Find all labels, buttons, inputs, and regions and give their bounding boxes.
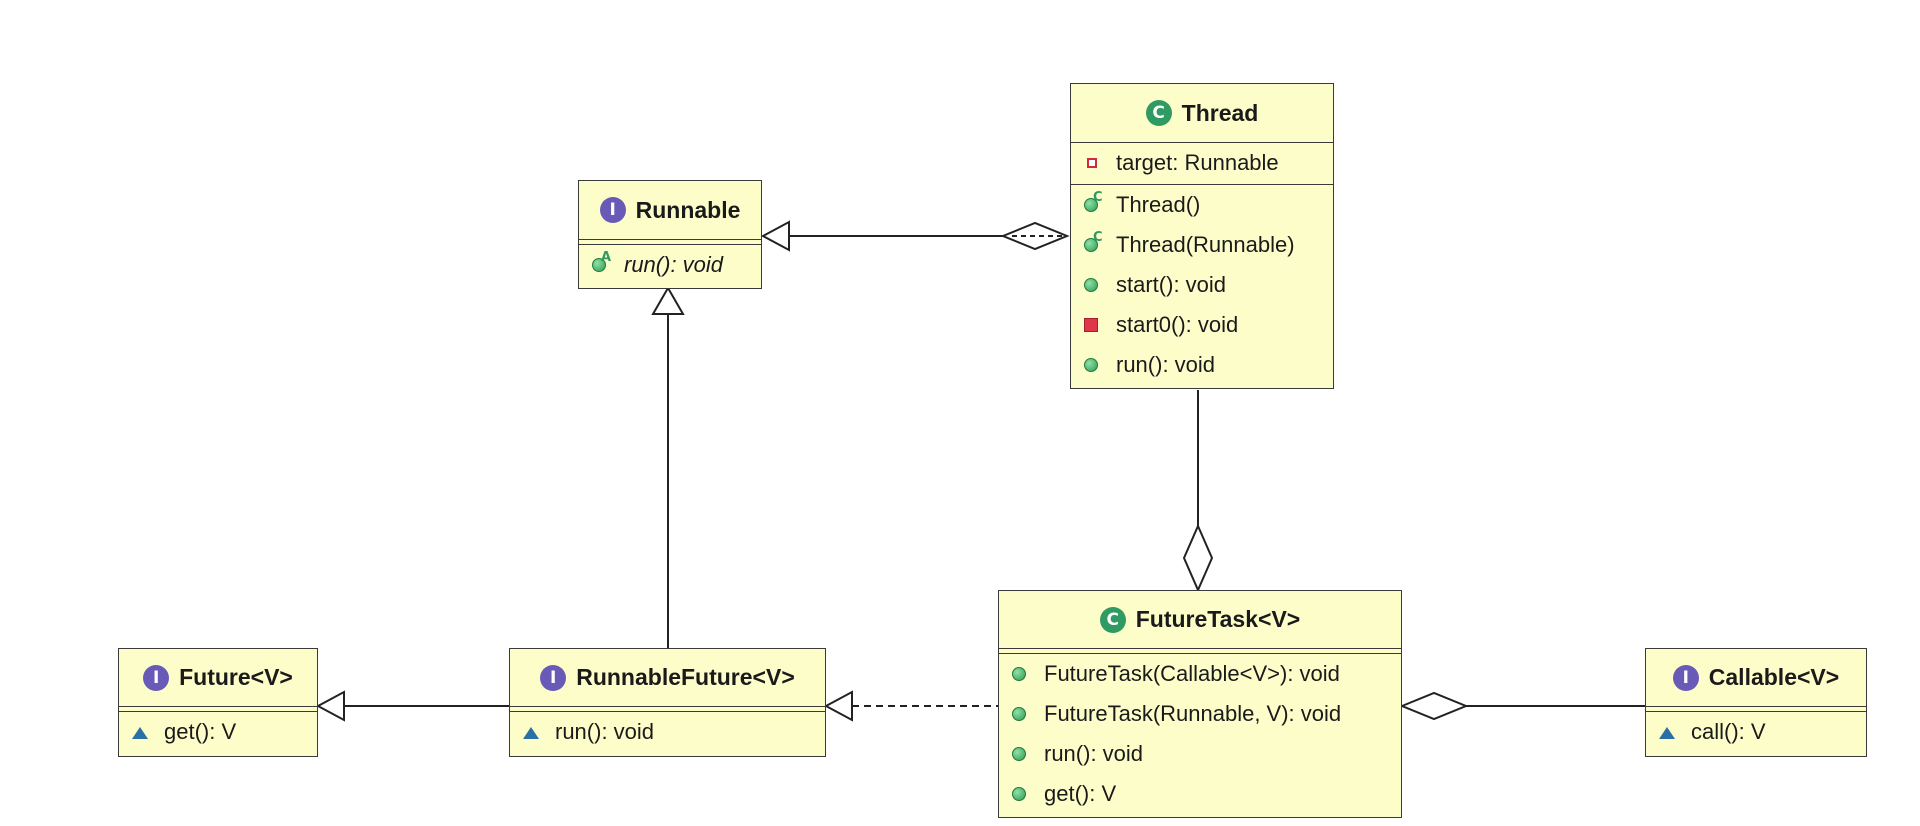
interface-icon: I <box>599 197 626 223</box>
runnablefuture-interface-header: I RunnableFuture<V> <box>510 649 825 706</box>
abstract-method-icon <box>592 258 606 272</box>
futuretask-class-name: FutureTask<V> <box>1135 606 1301 632</box>
public-method-icon <box>1012 667 1026 681</box>
callable-method-call: call(): V <box>1646 712 1866 752</box>
aggregation-diamond-futuretask <box>1182 523 1214 593</box>
public-method-icon <box>1012 707 1026 721</box>
thread-method-run-label: run(): void <box>1116 352 1216 377</box>
thread-section-divider <box>1071 183 1333 185</box>
runnable-interface-box[interactable]: I Runnable A run(): void <box>578 180 762 289</box>
callable-section-divider <box>1646 706 1866 712</box>
future-method-get-label: get(): V <box>164 719 237 744</box>
runnablefuture-interface-box[interactable]: I RunnableFuture<V> run(): void <box>509 648 826 757</box>
runnablefuture-section-divider <box>510 706 825 712</box>
runnable-interface-name: Runnable <box>635 196 741 223</box>
thread-class-box[interactable]: C Thread target: Runnable C Thread() C T… <box>1070 83 1334 389</box>
thread-ctor-default: C Thread() <box>1071 185 1333 225</box>
thread-class-header: C Thread <box>1071 84 1333 143</box>
private-method-icon <box>1084 318 1098 332</box>
futuretask-ctor-runnable: FutureTask(Runnable, V): void <box>999 694 1401 734</box>
futuretask-method-run-label: run(): void <box>1044 741 1144 766</box>
runnablefuture-method-run-label: run(): void <box>555 719 655 744</box>
interface-icon: I <box>143 664 170 691</box>
class-icon: C <box>1099 606 1126 633</box>
package-method-icon <box>132 727 148 739</box>
public-method-icon <box>1084 358 1098 372</box>
public-constructor-icon <box>1084 238 1098 252</box>
aggregation-diamond-callable <box>1399 691 1469 721</box>
futuretask-section-divider <box>999 648 1401 654</box>
abstract-marker: A <box>601 250 612 265</box>
runnable-section-divider <box>579 239 761 245</box>
class-icon: C <box>1145 100 1172 126</box>
thread-ctor-runnable: C Thread(Runnable) <box>1071 225 1333 265</box>
public-method-icon <box>1012 747 1026 761</box>
callable-interface-box[interactable]: I Callable<V> call(): V <box>1645 648 1867 757</box>
futuretask-method-get: get(): V <box>999 774 1401 814</box>
thread-field-target: target: Runnable <box>1071 143 1333 183</box>
constructor-marker: C <box>1093 230 1103 245</box>
runnable-method-run: A run(): void <box>579 245 761 285</box>
runnablefuture-method-run: run(): void <box>510 712 825 752</box>
public-constructor-icon <box>1084 198 1098 212</box>
futuretask-ctor-runnable-label: FutureTask(Runnable, V): void <box>1044 701 1342 726</box>
runnable-method-run-label: run(): void <box>624 252 724 277</box>
interface-icon: I <box>1672 664 1699 691</box>
thread-field-target-label: target: Runnable <box>1116 150 1279 175</box>
thread-method-start: start(): void <box>1071 265 1333 305</box>
runnablefuture-interface-name: RunnableFuture<V> <box>576 664 795 690</box>
thread-method-start0: start0(): void <box>1071 305 1333 345</box>
private-field-icon <box>1087 158 1097 168</box>
futuretask-class-box[interactable]: C FutureTask<V> FutureTask(Callable<V>):… <box>998 590 1402 818</box>
future-method-get: get(): V <box>119 712 317 752</box>
interface-icon: I <box>540 664 567 691</box>
realization-arrow-runnablefuture <box>823 690 853 722</box>
futuretask-method-get-label: get(): V <box>1044 781 1117 806</box>
thread-ctor-default-label: Thread() <box>1116 192 1201 217</box>
thread-method-start-label: start(): void <box>1116 272 1227 297</box>
public-method-icon <box>1012 787 1026 801</box>
package-method-icon <box>523 727 539 739</box>
runnable-interface-header: I Runnable <box>579 181 761 239</box>
thread-ctor-runnable-label: Thread(Runnable) <box>1116 232 1295 257</box>
futuretask-ctor-callable-label: FutureTask(Callable<V>): void <box>1044 661 1340 686</box>
package-method-icon <box>1659 727 1675 739</box>
callable-method-call-label: call(): V <box>1691 719 1766 744</box>
futuretask-class-header: C FutureTask<V> <box>999 591 1401 648</box>
callable-interface-header: I Callable<V> <box>1646 649 1866 706</box>
futuretask-method-run: run(): void <box>999 734 1401 774</box>
constructor-marker: C <box>1093 190 1103 205</box>
future-section-divider <box>119 706 317 712</box>
future-interface-box[interactable]: I Future<V> get(): V <box>118 648 318 757</box>
public-method-icon <box>1084 278 1098 292</box>
callable-interface-name: Callable<V> <box>1708 664 1840 690</box>
futuretask-ctor-callable: FutureTask(Callable<V>): void <box>999 654 1401 694</box>
inheritance-arrow-runnable-bottom <box>651 285 685 315</box>
inheritance-arrow-runnable <box>760 220 790 252</box>
future-interface-name: Future<V> <box>179 664 293 690</box>
inheritance-arrow-future <box>315 690 345 722</box>
future-interface-header: I Future<V> <box>119 649 317 706</box>
thread-class-name: Thread <box>1181 99 1259 126</box>
thread-method-start0-label: start0(): void <box>1116 312 1239 337</box>
thread-method-run: run(): void <box>1071 345 1333 385</box>
